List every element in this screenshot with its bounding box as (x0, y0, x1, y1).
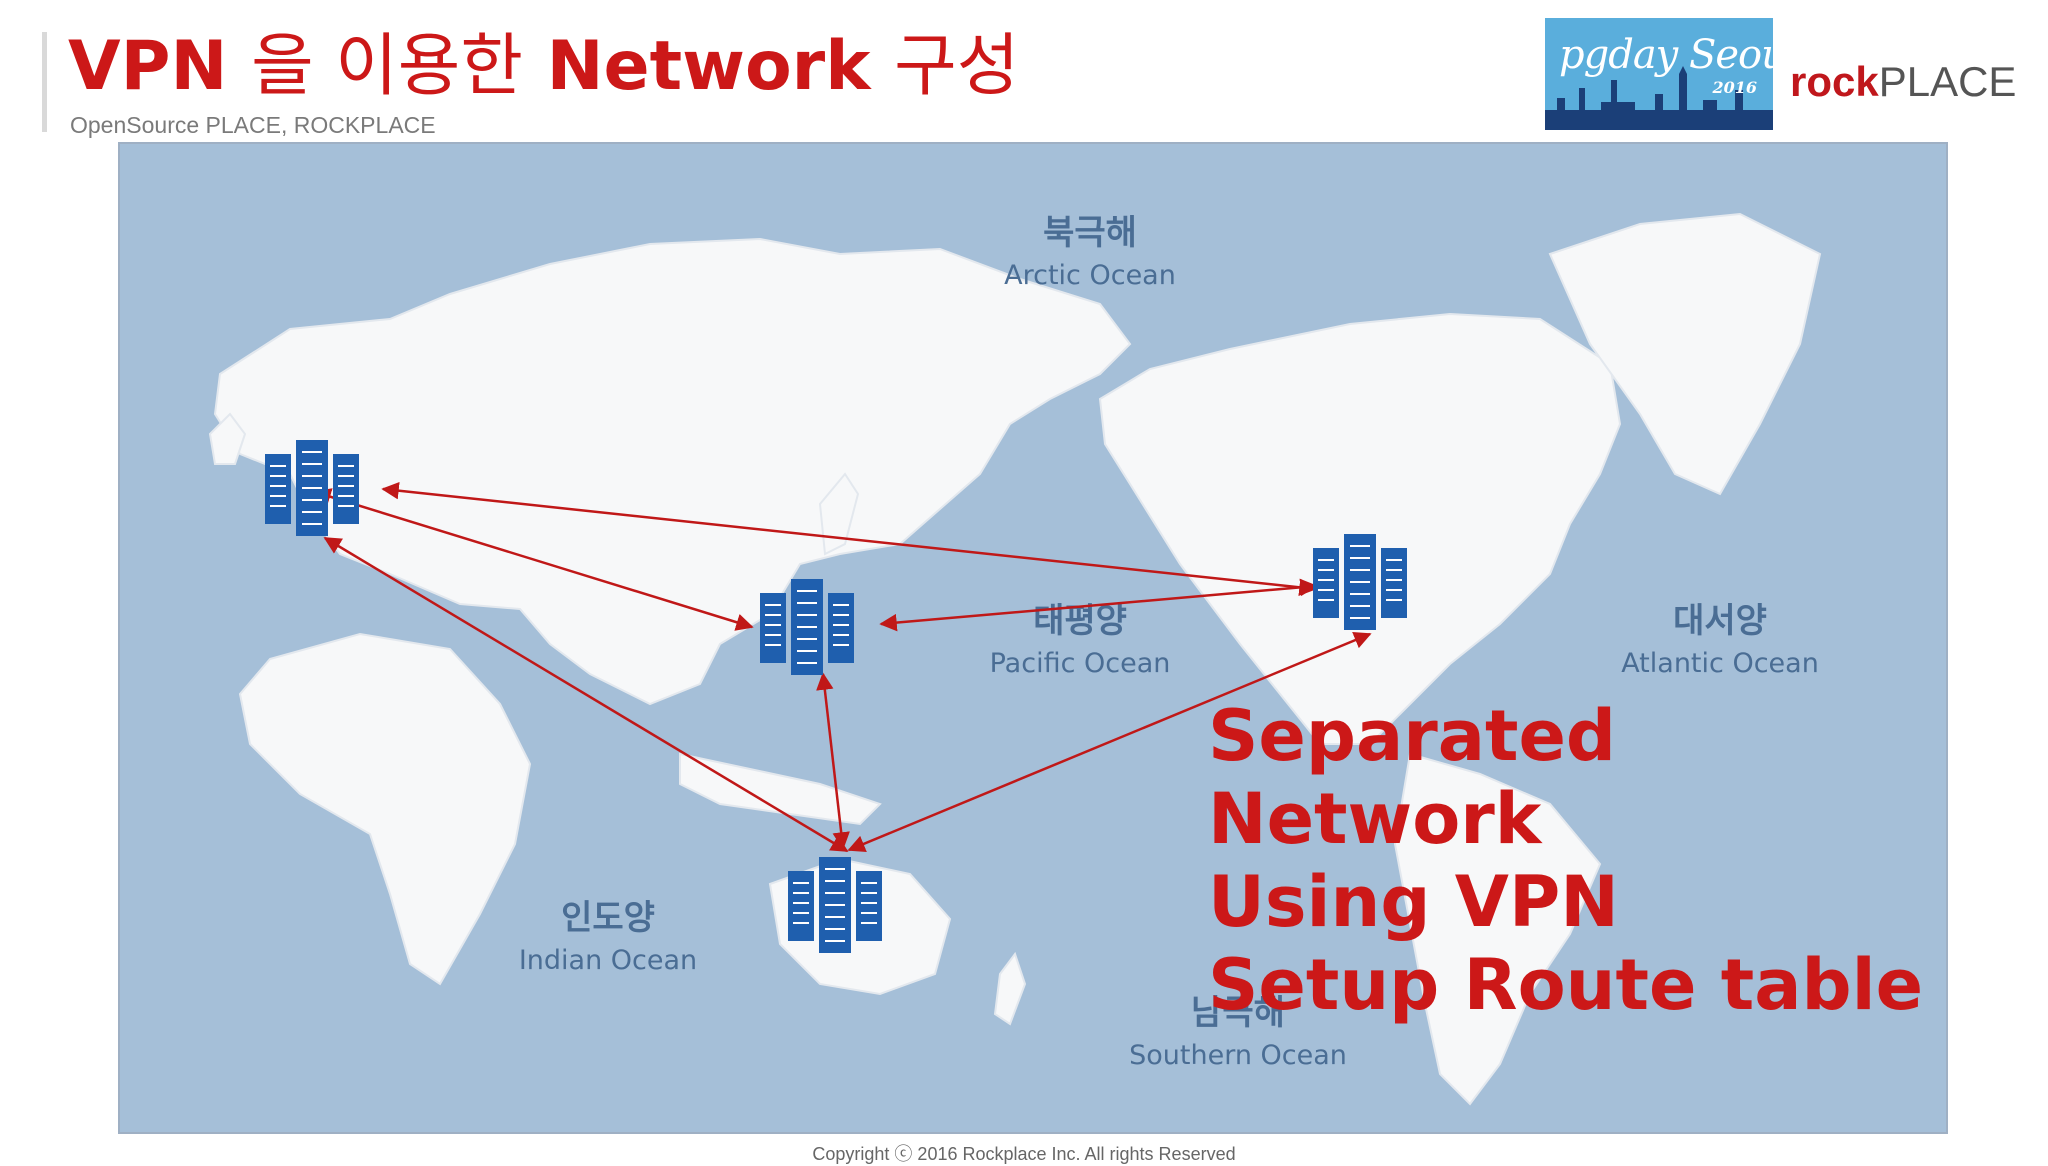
pgday-seoul-logo: pgday Seoul 2016 (1545, 18, 1773, 130)
world-map-drawing: 북극해 Arctic Ocean 태평양 Pacific Ocean 대서양 A… (208, 212, 1822, 1106)
title-accent-bar (42, 32, 47, 132)
server-east-asia-icon (759, 578, 855, 676)
ocean-indian-english: Indian Ocean (519, 945, 697, 976)
ocean-indian-korean: 인도양 (561, 898, 655, 938)
server-australia-icon (787, 856, 883, 954)
title-network: Network (546, 27, 871, 106)
title-korean-end: 구성 (894, 27, 1020, 106)
summary-line: Setup Route table (1208, 944, 1924, 1026)
ocean-arctic-english: Arctic Ocean (1004, 260, 1176, 291)
vpn-summary-list: Separated Network Using VPN Setup Route … (1208, 695, 1923, 1027)
pgday-logo-year: 2016 (1712, 78, 1757, 97)
land-africa (238, 632, 532, 986)
land-indonesia (679, 752, 882, 826)
land-uk (208, 412, 247, 465)
server-europe-icon (264, 439, 360, 537)
land-south-america (1393, 752, 1602, 1106)
rockplace-logo-bold: rock (1790, 58, 1879, 105)
rockplace-logo: rockPLACE (1790, 58, 2016, 106)
summary-line: Separated (1208, 695, 1617, 777)
seoul-skyline-icon (1545, 66, 1773, 130)
vpn-link-europe-australia (323, 536, 849, 853)
summary-line: Network (1208, 778, 1542, 860)
vpn-link-asia-america (879, 578, 1318, 632)
land-new-zealand (993, 951, 1027, 1026)
ocean-arctic-korean: 북극해 (1043, 213, 1137, 253)
copyright-footer: Copyright ⓒ 2016 Rockplace Inc. All righ… (812, 1144, 1236, 1164)
title-vpn: VPN (68, 27, 228, 106)
pgday-logo-text: pgday Seoul (1559, 32, 1773, 78)
ocean-pacific-english: Pacific Ocean (990, 648, 1171, 679)
ocean-atlantic-english: Atlantic Ocean (1621, 648, 1819, 679)
ocean-southern-english: Southern Ocean (1129, 1040, 1347, 1071)
summary-line: Using VPN (1208, 861, 1619, 943)
vpn-link-asia-australia (816, 672, 850, 850)
vpn-link-europe-america (381, 481, 1317, 597)
server-north-america-icon (1312, 533, 1408, 631)
vpn-link-america-australia (847, 631, 1372, 853)
world-map: 북극해 Arctic Ocean 태평양 Pacific Ocean 대서양 A… (118, 142, 1948, 1134)
ocean-southern-korean: 남극해 (1191, 993, 1285, 1033)
page-title: VPN 을 이용한 Network 구성 (68, 22, 1019, 112)
title-korean: 을 이용한 (251, 27, 523, 106)
ocean-atlantic-korean: 대서양 (1673, 601, 1767, 641)
rockplace-logo-light: PLACE (1878, 58, 2017, 105)
page-subtitle: OpenSource PLACE, ROCKPLACE (70, 112, 436, 138)
land-greenland (1548, 212, 1822, 496)
land-north-america (1098, 312, 1622, 745)
